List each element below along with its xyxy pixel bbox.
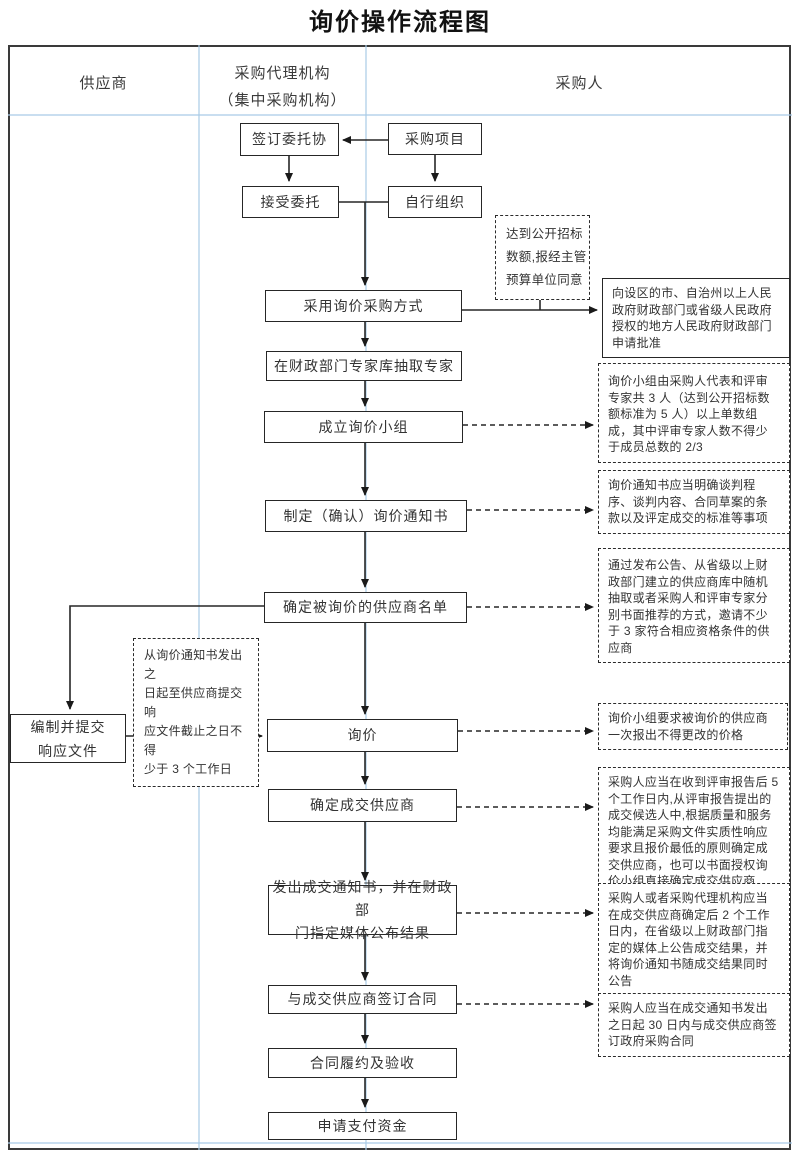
node-form-inquiry-team: 成立询价小组 <box>264 411 463 443</box>
page-title: 询价操作流程图 <box>309 9 491 36</box>
node-inquiry: 询价 <box>267 719 458 752</box>
connector <box>66 605 264 710</box>
column-header-purchaser: 采购人 <box>555 75 604 92</box>
node-issue-award-notice: 发出成交通知书，并在财政部 门指定媒体公布结果 <box>268 879 457 941</box>
annotation-one-quote-rule: 询价小组要求被询价的供应商一次报出不得更改的价格 <box>598 703 788 750</box>
annotation-response-deadline: 从询价通知书发出之 日起至供应商提交响 应文件截止之日不得 少于 3 个工作日 <box>133 638 259 787</box>
annotation-award-rule: 采购人应当在收到评审报告后 5 个工作日内,从评审报告提出的成交候选人中,根据质… <box>598 767 790 897</box>
column-header-agency: 采购代理机构 （集中采购机构） <box>218 65 347 109</box>
annotation-team-composition: 询价小组由采购人代表和评审专家共 3 人（达到公开招标数额标准为 5 人）以上单… <box>598 363 790 463</box>
node-confirm-supplier-list: 确定被询价的供应商名单 <box>264 592 467 623</box>
node-make-inquiry-notice: 制定（确认）询价通知书 <box>265 500 467 532</box>
node-confirm-winning-supplier: 确定成交供应商 <box>268 789 457 822</box>
column-header-supplier: 供应商 <box>79 75 128 92</box>
node-prepare-response: 编制并提交 响应文件 <box>10 714 126 763</box>
node-apply-approval: 向设区的市、自治州以上人民政府财政部门或省级人民政府授权的地方人民政府财政部门申… <box>602 278 790 358</box>
node-accept-delegation: 接受委托 <box>242 186 339 218</box>
node-sign-delegation: 签订委托协 <box>240 123 339 156</box>
table-outer-border <box>8 45 791 1150</box>
node-draw-experts: 在财政部门专家库抽取专家 <box>266 351 462 381</box>
annotation-contract-deadline: 采购人应当在成交通知书发出之日起 30 日内与成交供应商签订政府采购合同 <box>598 993 790 1057</box>
annotation-notice-content: 询价通知书应当明确谈判程序、谈判内容、合同草案的条款以及评定成交的标准等事项 <box>598 470 790 534</box>
dashed-annotation-arrows <box>457 421 594 1008</box>
node-contract-performance: 合同履约及验收 <box>268 1048 457 1078</box>
annotation-publish-rule: 采购人或者采购代理机构应当在成交供应商确定后 2 个工作日内，在省级以上财政部门… <box>598 883 790 996</box>
node-sign-contract: 与成交供应商签订合同 <box>268 985 457 1014</box>
node-self-organize: 自行组织 <box>388 186 482 218</box>
annotation-supplier-invitation: 通过发布公告、从省级以上财政部门建立的供应商库中随机抽取或者采购人和评审专家分别… <box>598 548 790 663</box>
node-procurement-project: 采购项目 <box>388 123 482 155</box>
node-adopt-inquiry-mode: 采用询价采购方式 <box>265 290 462 322</box>
node-apply-payment: 申请支付资金 <box>268 1112 457 1140</box>
annotation-open-bid-threshold: 达到公开招标 数额,报经主管 预算单位同意 <box>495 215 590 300</box>
